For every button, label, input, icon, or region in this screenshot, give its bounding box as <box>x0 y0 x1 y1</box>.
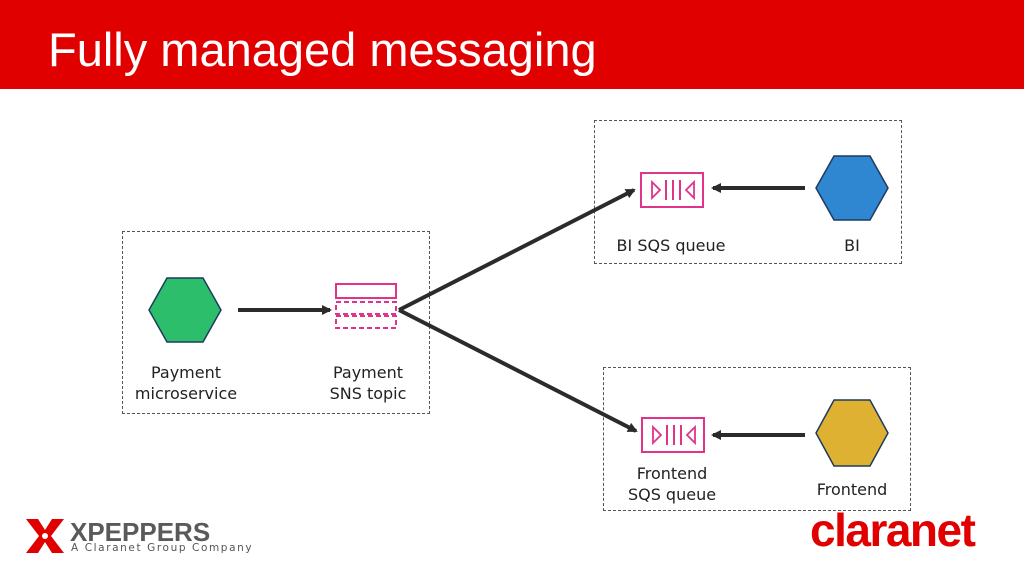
sns-topic-icon <box>335 283 397 329</box>
bi-sqs-queue-label: BI SQS queue <box>616 236 726 255</box>
frontend-sqs-queue-label-line2: SQS queue <box>627 485 717 504</box>
payment-microservice-label: Payment microservice <box>126 362 246 404</box>
xpeppers-wordmark: XPEPPERS <box>70 517 211 547</box>
frontend-service-icon <box>815 399 889 467</box>
arrow-sns-to-bi-queue <box>398 188 636 312</box>
bi-group <box>594 120 902 264</box>
claranet-logo: claranet <box>810 504 976 556</box>
arrow-sns-to-frontend-queue <box>398 308 638 433</box>
title-bar: Fully managed messaging <box>0 0 1024 89</box>
slide-title: Fully managed messaging <box>48 23 597 76</box>
publisher-group <box>122 231 430 414</box>
frontend-sqs-queue-label-line1: Frontend <box>636 464 708 483</box>
frontend-sqs-queue-icon <box>641 417 705 453</box>
frontend-sqs-queue-label: Frontend SQS queue <box>612 463 732 505</box>
payment-sns-topic-label-line1: Payment <box>332 363 404 382</box>
payment-sns-topic-label: Payment SNS topic <box>308 362 428 404</box>
payment-microservice-label-line1: Payment <box>150 363 222 382</box>
bi-sqs-queue-icon <box>640 172 704 208</box>
payment-microservice-icon <box>148 277 222 343</box>
xpeppers-tagline: A Claranet Group Company <box>71 542 254 554</box>
payment-microservice-label-line2: microservice <box>134 384 238 403</box>
xpeppers-logo-icon <box>26 519 64 553</box>
bi-label: BI <box>844 236 860 255</box>
payment-sns-topic-label-line2: SNS topic <box>329 384 407 403</box>
frontend-group <box>603 367 911 511</box>
bi-service-icon <box>815 155 889 221</box>
frontend-label: Frontend <box>816 480 888 499</box>
